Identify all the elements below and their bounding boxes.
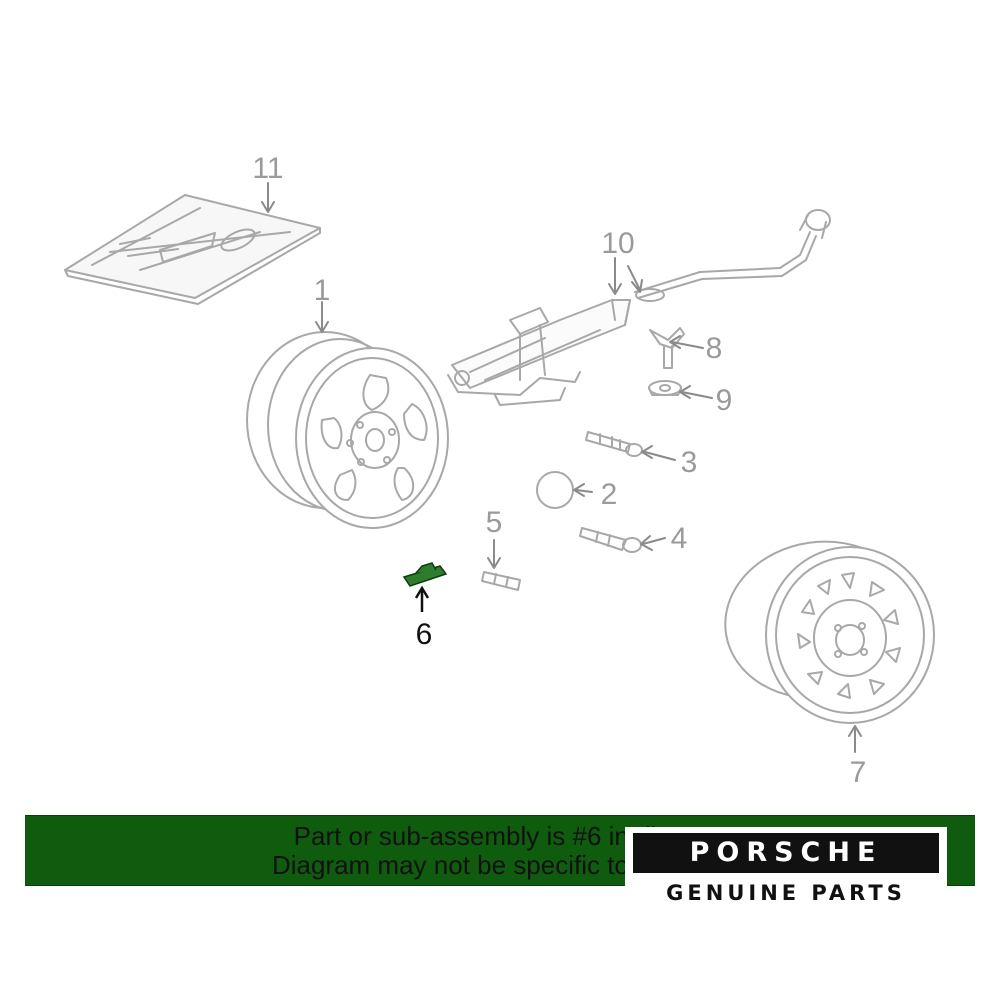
valve [579, 527, 642, 553]
valve-stem [585, 431, 643, 457]
wheel-bolt [481, 571, 521, 591]
callout-8: 8 [706, 332, 723, 365]
callout-4: 4 [671, 522, 688, 555]
spacer-nut [648, 380, 682, 396]
callout-5: 5 [486, 506, 503, 539]
spare-wheel [724, 540, 935, 724]
banner-text: Part or sub-assembly is #6 in di Diagram… [25, 822, 925, 880]
callout-10: 10 [601, 227, 634, 260]
highlighted-part-6 [402, 562, 448, 612]
alloy-wheel [246, 331, 449, 529]
scissor-jack [447, 299, 631, 406]
callout-11: 11 [252, 152, 283, 185]
callout-2: 2 [601, 478, 618, 511]
tool-kit-mat [64, 194, 321, 305]
porsche-genuine-parts-logo: PORSCHE GENUINE PARTS [625, 827, 947, 913]
banner-line-1: Part or sub-assembly is #6 in di [293, 821, 657, 851]
jack-handle [634, 209, 831, 302]
callout-6: 6 [416, 618, 433, 651]
genuine-parts-label: GENUINE PARTS [666, 881, 906, 905]
o-ring [536, 471, 574, 509]
callout-7: 7 [850, 756, 867, 789]
callout-9: 9 [716, 384, 733, 417]
callout-1: 1 [314, 274, 331, 307]
wordmark-box: PORSCHE [633, 833, 939, 873]
banner-line-2: Diagram may not be specific to you [271, 850, 679, 880]
callout-numbers: 11 1 10 8 9 3 2 4 5 6 7 [252, 152, 866, 789]
leader-lines [261, 182, 862, 753]
callout-3: 3 [681, 446, 698, 479]
wing-bolt [649, 327, 685, 369]
porsche-wordmark: PORSCHE [689, 837, 883, 868]
